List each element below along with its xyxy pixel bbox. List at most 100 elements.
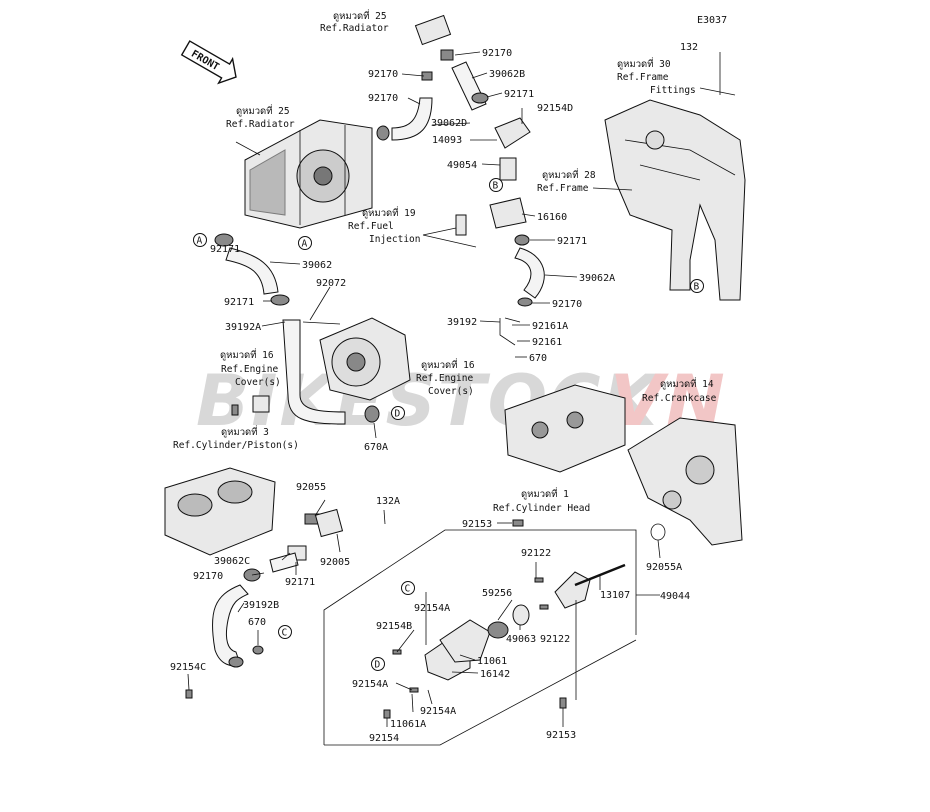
callout-a-top: A (193, 233, 207, 247)
ref-fuel-injection: ดูหมวดที่ 19 Ref.Fuel Injection (348, 206, 420, 245)
part-132-top: 132 (680, 42, 698, 53)
part-92154b: 92154B (376, 621, 412, 632)
part-92170-mid: 92170 (368, 93, 398, 104)
part-92153-top: 92153 (462, 519, 492, 530)
ref-fuel-injection-en1: Ref.Fuel (348, 221, 394, 232)
part-92154c: 92154C (170, 662, 206, 673)
part-11061: 11061 (477, 656, 507, 667)
callout-b-frame: B (690, 279, 704, 293)
ref-crankcase: ดูหมวดที่ 14 Ref.Crankcase (642, 377, 717, 404)
ref-frame-en: Ref.Frame (537, 183, 589, 194)
ref-radiator-left-th: ดูหมวดที่ 25 (236, 104, 290, 117)
part-92171-a: 92171 (210, 244, 240, 255)
ref-radiator-top-en: Ref.Radiator (320, 23, 389, 34)
part-92154d: 92154D (537, 103, 573, 114)
part-92171-b: 92171 (557, 236, 587, 247)
ref-cylinder-head-th: ดูหมวดที่ 1 (521, 487, 569, 500)
callout-c-hose: C (278, 625, 292, 639)
part-39192a: 39192A (225, 322, 261, 333)
part-49063: 49063 (506, 634, 536, 645)
ref-engine-cover-right-en1: Ref.Engine (416, 373, 473, 384)
ref-frame-fittings-en1: Ref.Frame (617, 72, 669, 83)
part-92055a: 92055A (646, 562, 682, 573)
frame-illustration (604, 99, 746, 301)
ref-cylinder-head: ดูหมวดที่ 1 Ref.Cylinder Head (493, 487, 590, 514)
part-14093: 14093 (432, 135, 462, 146)
part-132a: 132A (376, 496, 400, 507)
part-59256: 59256 (482, 588, 512, 599)
lower-left-hose-illustration (185, 508, 344, 699)
part-92170-left: 92170 (368, 69, 398, 80)
part-92171-top: 92171 (504, 89, 534, 100)
part-49044: 49044 (660, 591, 690, 602)
ref-fuel-injection-en2: Injection (369, 234, 420, 245)
ref-frame: ดูหมวดที่ 28 Ref.Frame (537, 168, 596, 194)
ref-engine-cover-left-th: ดูหมวดที่ 16 (220, 348, 274, 361)
part-11061a: 11061A (390, 719, 426, 730)
ref-radiator-top-th: ดูหมวดที่ 25 (333, 9, 387, 22)
thermostat-group-illustration (376, 14, 545, 346)
callout-c-pump: C (401, 581, 415, 595)
water-pump-assembly-box (323, 519, 666, 746)
ref-cylinder-head-en: Ref.Cylinder Head (493, 503, 590, 514)
part-16160: 16160 (537, 212, 567, 223)
ref-crankcase-en: Ref.Crankcase (642, 393, 717, 404)
ref-engine-cover-left-en1: Ref.Engine (221, 364, 278, 375)
ref-cylinder-piston: ดูหมวดที่ 3 Ref.Cylinder/Piston(s) (173, 425, 299, 451)
callout-b-thermostat-label: B (493, 181, 499, 192)
part-92170-r: 92170 (552, 299, 582, 310)
part-92154a-3: 92154A (420, 706, 456, 717)
callout-d-pump-label: D (375, 660, 381, 671)
part-numbers: 92170 39062B 92170 92170 92171 92154D 39… (170, 42, 698, 744)
ref-radiator-left-en: Ref.Radiator (226, 119, 295, 130)
part-39062a: 39062A (579, 273, 615, 284)
callout-a-top-label: A (197, 236, 203, 247)
part-92072: 92072 (316, 278, 346, 289)
part-92161a: 92161A (532, 321, 568, 332)
ref-fuel-injection-th: ดูหมวดที่ 19 (362, 206, 416, 219)
part-39062d: 39062D (431, 118, 467, 129)
ref-radiator-left: ดูหมวดที่ 25 Ref.Radiator (226, 104, 295, 130)
part-39192b: 39192B (243, 600, 279, 611)
part-49054: 49054 (447, 160, 477, 171)
part-92005: 92005 (320, 557, 350, 568)
callout-a-radiator: A (298, 236, 312, 250)
front-arrow-icon: FRONT (180, 40, 237, 85)
part-670: 670 (529, 353, 547, 364)
part-92122-a: 92122 (521, 548, 551, 559)
ref-frame-fittings: ดูหมวดที่ 30 Ref.Frame Fittings (617, 57, 696, 96)
ref-cylinder-piston-en: Ref.Cylinder/Piston(s) (173, 440, 299, 451)
part-92055: 92055 (296, 482, 326, 493)
callout-d-hose-label: D (395, 409, 401, 420)
ref-frame-fittings-en2: Fittings (650, 85, 696, 96)
part-92161: 92161 (532, 337, 562, 348)
part-16142: 16142 (480, 669, 510, 680)
ref-radiator-top: ดูหมวดที่ 25 Ref.Radiator (320, 9, 389, 34)
ref-engine-cover-right: ดูหมวดที่ 16 Ref.Engine Cover(s) (416, 358, 475, 397)
crankcase-illustration (627, 417, 743, 546)
part-92170-low: 92170 (193, 571, 223, 582)
generator-cover-illustration (319, 317, 411, 401)
ref-engine-cover-left-en2: Cover(s) (235, 377, 281, 388)
leader-lines (187, 51, 736, 727)
part-670a: 670A (364, 442, 388, 453)
part-92171-c: 92171 (224, 297, 254, 308)
part-92170-top: 92170 (482, 48, 512, 59)
callouts: A A B B D C C D (193, 178, 704, 671)
ref-engine-cover-right-en2: Cover(s) (428, 386, 474, 397)
cylinder-head-illustration (504, 384, 626, 473)
ref-engine-cover-left: ดูหมวดที่ 16 Ref.Engine Cover(s) (220, 348, 281, 388)
part-13107: 13107 (600, 590, 630, 601)
ref-crankcase-th: ดูหมวดที่ 14 (660, 377, 714, 390)
diagram-code: E3037 (697, 15, 727, 26)
cylinder-block-illustration (164, 467, 276, 556)
callout-c-hose-label: C (282, 628, 288, 639)
ref-frame-th: ดูหมวดที่ 28 (542, 168, 596, 181)
ref-engine-cover-right-th: ดูหมวดที่ 16 (421, 358, 475, 371)
part-39062c: 39062C (214, 556, 250, 567)
part-39192: 39192 (447, 317, 477, 328)
callout-d-hose: D (391, 406, 405, 420)
callout-a-radiator-label: A (302, 239, 308, 250)
part-92171-low: 92171 (285, 577, 315, 588)
